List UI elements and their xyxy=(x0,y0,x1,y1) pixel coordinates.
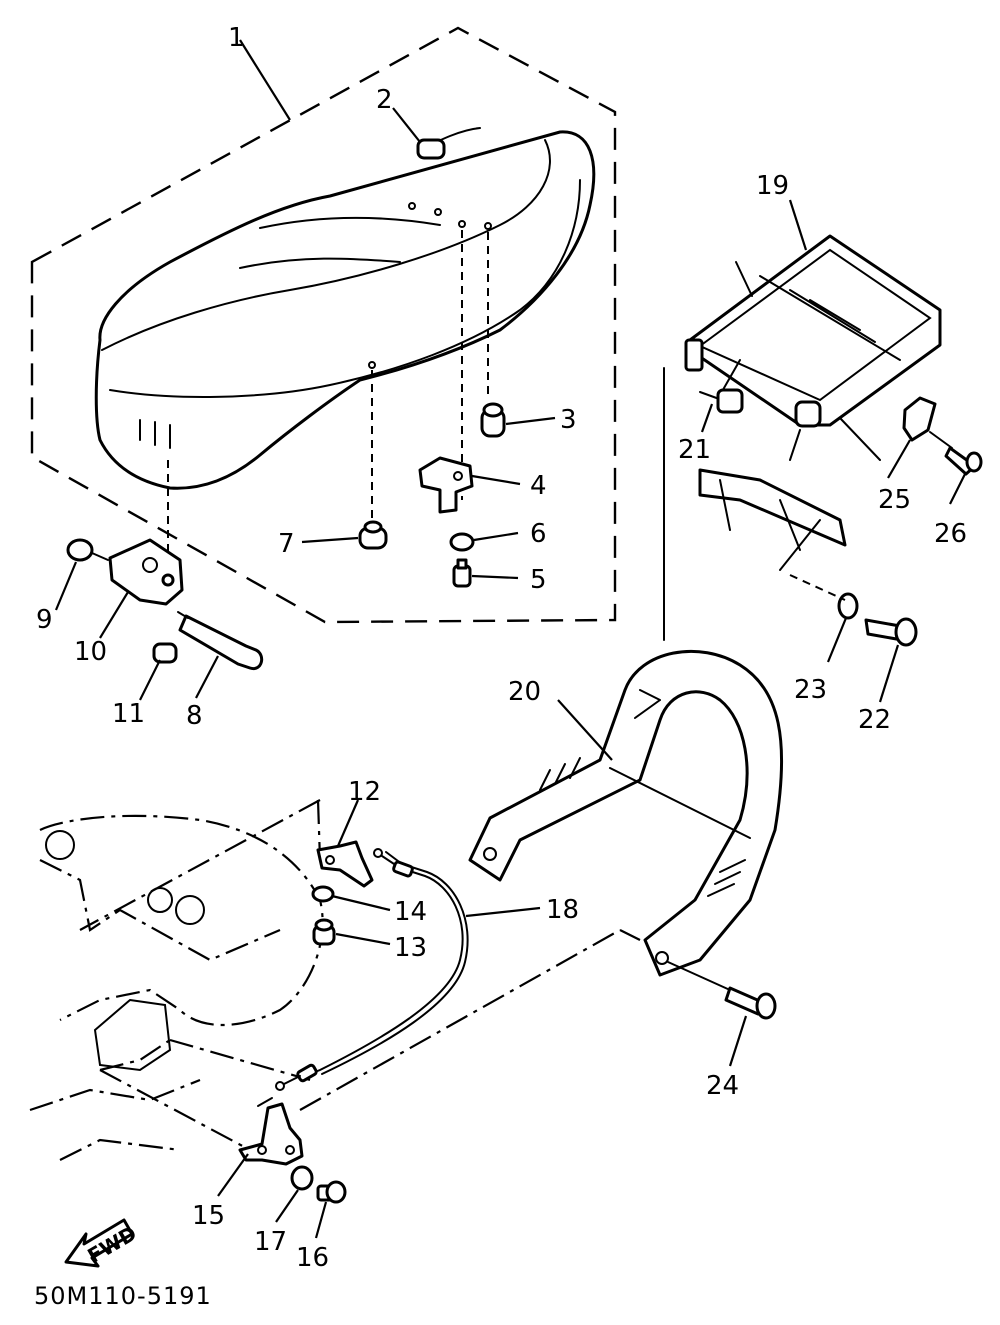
rack-bolt-upper xyxy=(699,388,744,414)
callout-12: 12 xyxy=(348,777,381,807)
callout-9: 9 xyxy=(36,605,53,635)
grab-bar xyxy=(468,649,784,977)
callout-18: 18 xyxy=(546,895,579,925)
callout-1: 1 xyxy=(228,23,245,53)
callout-19: 19 xyxy=(756,171,789,201)
seat-bracket xyxy=(418,456,474,514)
diagram-code: 50M110-5191 xyxy=(34,1282,212,1310)
callout-7: 7 xyxy=(278,529,295,559)
callout-5: 5 xyxy=(530,565,547,595)
callout-13: 13 xyxy=(394,933,427,963)
bolt xyxy=(452,558,472,588)
collar xyxy=(449,532,475,552)
callout-23: 23 xyxy=(794,675,827,705)
callout-24: 24 xyxy=(706,1071,739,1101)
seat-damper-front xyxy=(358,520,388,550)
hinge-set xyxy=(66,538,264,671)
callout-8: 8 xyxy=(186,701,203,731)
washer-14 xyxy=(311,885,335,903)
seat xyxy=(94,127,596,490)
callout-10: 10 xyxy=(74,637,107,667)
callout-25: 25 xyxy=(878,485,911,515)
callout-21: 21 xyxy=(678,435,711,465)
seat-lock-bracket xyxy=(316,840,374,888)
seat-lock-cable xyxy=(275,848,469,1091)
seat-lock xyxy=(238,1097,304,1166)
callout-11: 11 xyxy=(112,699,145,729)
callout-14: 14 xyxy=(394,897,427,927)
callout-16: 16 xyxy=(296,1243,329,1273)
callout-4: 4 xyxy=(530,471,547,501)
callout-26: 26 xyxy=(934,519,967,549)
rack-bracket xyxy=(902,396,937,442)
callout-6: 6 xyxy=(530,519,547,549)
damper-13 xyxy=(312,918,336,946)
seat-hook xyxy=(416,138,446,160)
seat-damper xyxy=(480,402,506,438)
bolt-16 xyxy=(316,1180,347,1204)
callout-2: 2 xyxy=(376,85,393,115)
callout-20: 20 xyxy=(508,677,541,707)
callout-17: 17 xyxy=(254,1227,287,1257)
grab-bar-bolt xyxy=(667,961,777,1020)
rack-bolt-side xyxy=(929,431,983,476)
callout-3: 3 xyxy=(560,405,577,435)
callout-15: 15 xyxy=(192,1201,225,1231)
luggage-rack xyxy=(684,234,942,571)
bolt-22 xyxy=(864,617,918,647)
washer-17 xyxy=(290,1165,314,1191)
forward-direction-arrow: FWD xyxy=(64,1218,141,1268)
callout-22: 22 xyxy=(858,705,891,735)
seat-assembly-boundary xyxy=(30,26,617,624)
